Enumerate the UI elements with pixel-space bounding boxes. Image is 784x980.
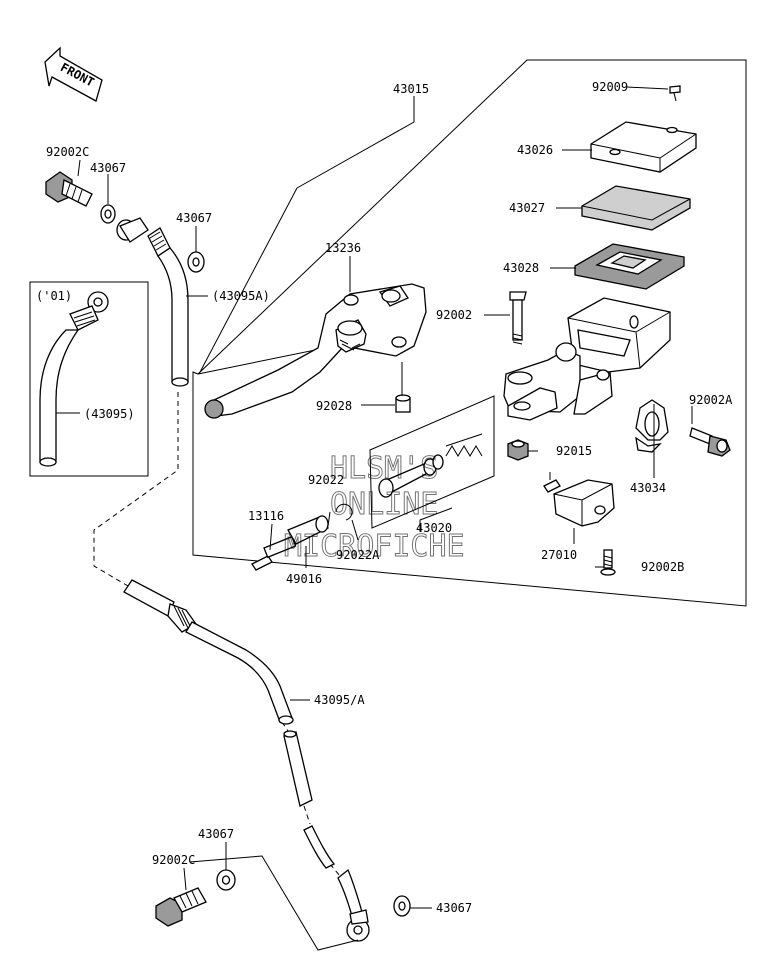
part-92009-screw <box>669 85 681 102</box>
label-43067-c: 43067 <box>198 827 234 841</box>
part-43067-washer-a <box>100 204 116 224</box>
lower-bolt-to-fitting-line <box>189 855 359 951</box>
part-lever-adjuster-knob <box>335 319 367 353</box>
part-43067-washer-b <box>187 251 205 273</box>
part-43034-clamp <box>635 399 669 453</box>
part-92002C-banjo-bolt-top <box>45 171 93 207</box>
part-43028-diaphragm <box>574 243 685 290</box>
watermark-line-1: HLSM'S <box>330 451 438 486</box>
label-inset-year: ('01) <box>36 289 72 303</box>
watermark-line-2: ONLINE <box>330 487 438 522</box>
label-92009: 92009 <box>592 80 628 94</box>
part-27010-clutch-switch <box>543 472 615 527</box>
label-43095: (43095) <box>84 407 135 421</box>
label-43067-a: 43067 <box>90 161 126 175</box>
part-92002-pivot-bolt <box>509 291 527 345</box>
inset-box-01 <box>29 281 149 477</box>
label-92015: 92015 <box>556 444 592 458</box>
label-13236: 13236 <box>325 241 361 255</box>
label-43095A: (43095A) <box>212 289 270 303</box>
part-92028-bushing <box>395 394 411 413</box>
label-92022A: 92022A <box>336 548 380 562</box>
part-92002B-screw <box>600 549 616 576</box>
part-43067-washer-d <box>393 895 411 917</box>
front-arrow-badge: FRONT <box>44 46 103 102</box>
part-43095A-hose-lower <box>123 579 363 917</box>
part-labels: 43015 92009 43026 43027 43028 13236 9200… <box>36 80 733 915</box>
label-43026: 43026 <box>517 143 553 157</box>
piston-kit-box <box>369 395 495 529</box>
label-27010: 27010 <box>541 548 577 562</box>
part-92002A-bolt <box>689 427 731 457</box>
label-92002C-bottom: 92002C <box>152 853 195 867</box>
part-43027-plate <box>581 185 691 231</box>
label-92002B: 92002B <box>641 560 684 574</box>
part-43020-piston-kit <box>378 433 483 498</box>
label-92002: 92002 <box>436 308 472 322</box>
label-43095-A: 43095/A <box>314 693 365 707</box>
hose-continuation-dash <box>93 392 179 587</box>
part-13236-lever <box>204 283 427 419</box>
part-43067-washer-c <box>216 869 236 891</box>
label-49016: 49016 <box>286 572 322 586</box>
label-43067-d: 43067 <box>436 901 472 915</box>
part-43026-reservoir-cap <box>590 121 697 173</box>
label-92022: 92022 <box>308 473 344 487</box>
part-92022-circlip <box>335 503 353 521</box>
watermark-line-3: MICROFICHE <box>284 529 465 564</box>
part-13116-push-rod <box>251 515 329 571</box>
part-lower-banjo-fitting <box>346 909 370 942</box>
watermark: HLSM'S ONLINE MICROFICHE <box>284 451 466 565</box>
label-43067-b: 43067 <box>176 211 212 225</box>
part-43095-hose-inset <box>39 291 109 467</box>
part-92015-nut <box>507 439 529 461</box>
label-43028: 43028 <box>503 261 539 275</box>
label-43015: 43015 <box>393 82 429 96</box>
label-43034: 43034 <box>630 481 666 495</box>
label-92002C-top: 92002C <box>46 145 89 159</box>
part-92002C-banjo-bolt-bottom <box>155 887 207 927</box>
label-43027: 43027 <box>509 201 545 215</box>
label-43020: 43020 <box>416 521 452 535</box>
part-43015-master-cylinder-body <box>503 297 671 421</box>
label-92002A: 92002A <box>689 393 733 407</box>
part-43095A-hose-upper <box>116 217 189 387</box>
label-92028: 92028 <box>316 399 352 413</box>
label-13116: 13116 <box>248 509 284 523</box>
leader-lines <box>56 86 693 909</box>
